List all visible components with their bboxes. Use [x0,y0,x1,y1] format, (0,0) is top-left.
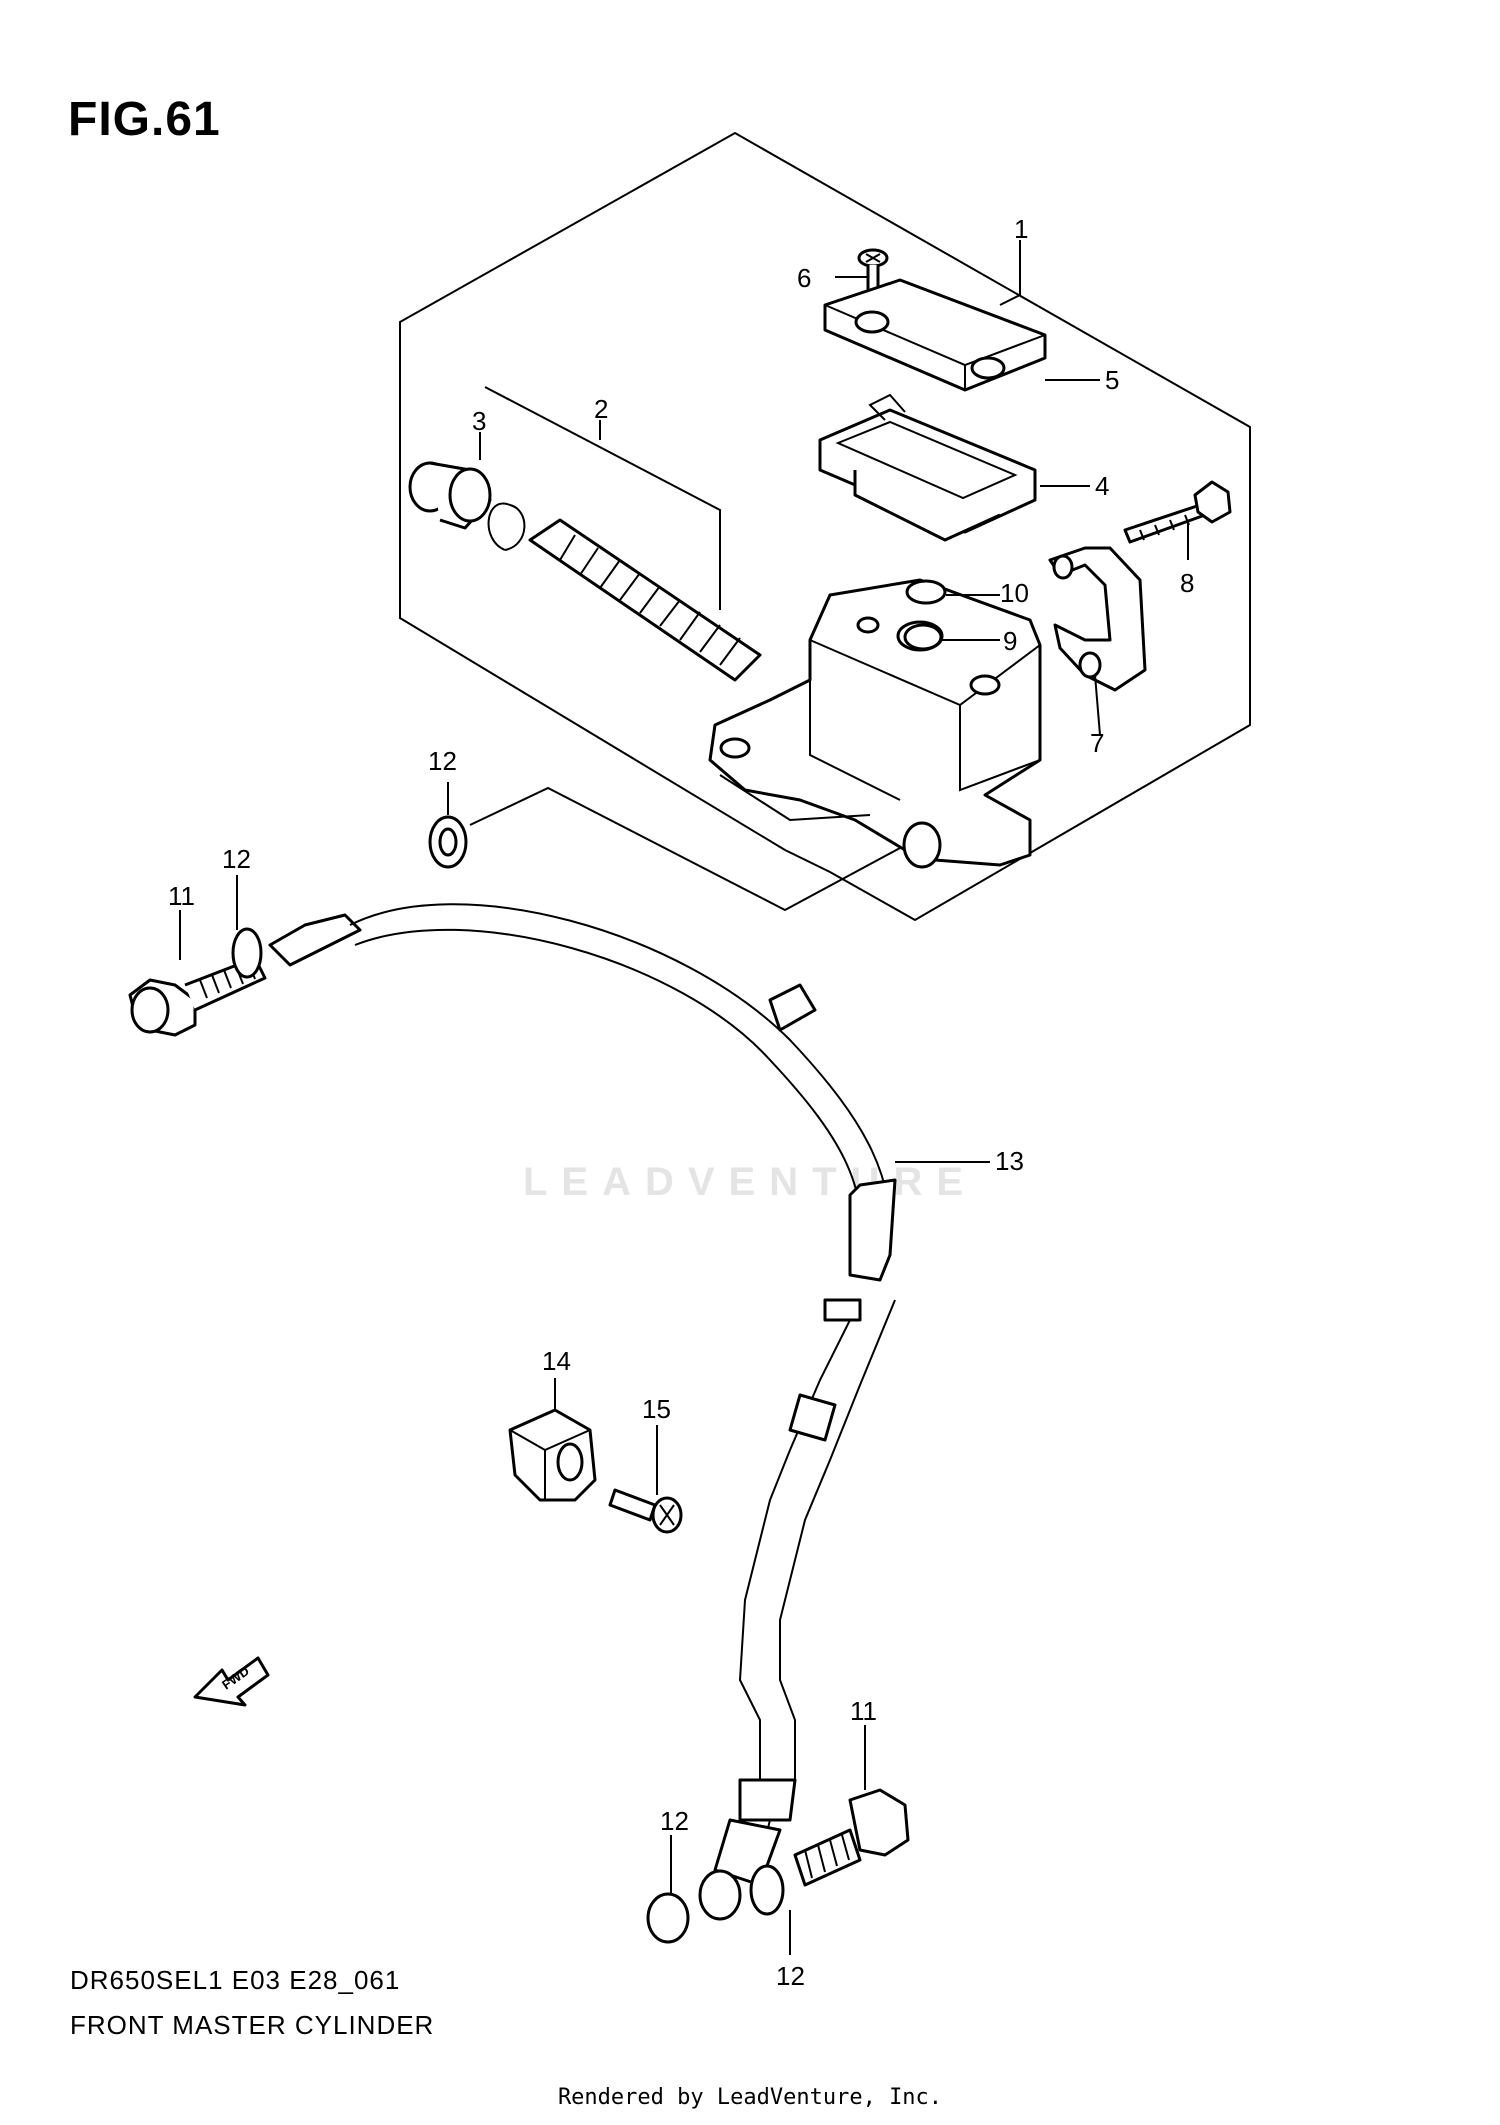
part-bolt-9 [903,623,943,651]
fwd-direction-arrow: FWD [193,1656,270,1707]
model-code: DR650SEL1 E03 E28_061 [70,1965,401,1995]
callout-7: 7 [1090,728,1104,758]
assembly-outline [399,131,1251,922]
part-brake-hose-13 [268,903,897,1921]
callout-11-bottom: 11 [850,1696,877,1726]
part-master-cylinder-body [708,578,1042,869]
part-circlip [487,502,526,551]
leader-7 [1094,674,1101,736]
piston-kit-bracket [484,386,721,610]
callout-13: 13 [995,1146,1024,1176]
callout-9: 9 [1003,626,1017,656]
callout-1: 1 [1014,214,1028,244]
callout-8: 8 [1180,568,1194,598]
callout-11-top: 11 [168,881,195,911]
callout-5: 5 [1105,365,1119,395]
callout-14: 14 [542,1346,571,1376]
callout-2: 2 [594,394,608,424]
part-banjo-bolt-11-bottom [793,1788,910,1887]
leader-1 [999,240,1021,306]
callout-12-left: 12 [222,844,251,874]
callout-4: 4 [1095,471,1109,501]
callout-12-bottom-left: 12 [660,1806,689,1836]
callout-10: 10 [1000,578,1029,608]
part-clamp-7 [1048,546,1147,692]
callout-12-top: 12 [428,746,457,776]
part-bolt-8 [1123,480,1232,544]
callout-6: 6 [797,263,811,293]
figure-title: FIG.61 [68,93,221,146]
part-reservoir-cap-5 [823,278,1047,392]
part-washer-10 [905,579,947,605]
rendered-by-credit: Rendered by LeadVenture, Inc. [557,2085,943,2110]
part-washer-12-left [231,927,263,979]
part-washer-12-bottom-left [646,1892,690,1944]
part-boot-3 [408,461,492,530]
part-piston-spring-2 [528,518,762,682]
hose-leader-line [469,786,901,912]
part-banjo-bolt-11-top [128,956,267,1037]
callout-3: 3 [472,406,486,436]
callout-15: 15 [642,1394,671,1424]
part-washer-12-top [428,815,468,869]
part-diaphragm-plate-4 [818,393,1037,542]
part-screw-15 [608,1488,683,1534]
section-name: FRONT MASTER CYLINDER [70,2010,435,2040]
part-hose-clamp-14 [508,1408,597,1502]
part-washer-12-bottom-right [749,1864,785,1916]
callout-12-bottom-right: 12 [776,1961,805,1991]
